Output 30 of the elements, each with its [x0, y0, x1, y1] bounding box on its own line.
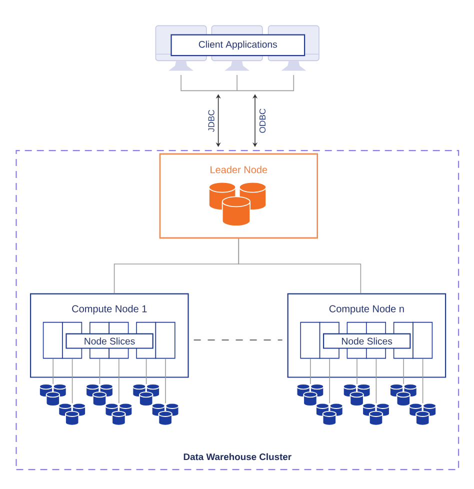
connector — [72, 358, 73, 404]
database-icon — [316, 402, 344, 426]
database-icon — [362, 402, 390, 426]
connector — [52, 358, 54, 384]
database-icon — [104, 402, 133, 426]
database-icon — [408, 402, 436, 426]
connector — [165, 358, 166, 404]
slice-array: Node Slices — [300, 322, 433, 359]
edge-label: JDBC — [207, 108, 216, 134]
connector — [238, 238, 362, 294]
title-box: Client Applications — [170, 34, 306, 56]
connector — [146, 358, 147, 384]
connector — [99, 358, 100, 384]
database-icon — [132, 384, 160, 406]
database-icon — [390, 384, 418, 406]
connector — [310, 358, 311, 384]
edge-label: ODBC — [258, 107, 267, 134]
database-icon — [86, 384, 114, 406]
database-icon — [342, 384, 371, 406]
database-icon — [151, 402, 180, 426]
connector — [118, 358, 120, 404]
slice-array: Node Slices — [42, 322, 176, 359]
database-icon — [296, 384, 324, 406]
database-icon — [58, 402, 86, 426]
connector — [356, 358, 358, 384]
connector — [422, 358, 424, 404]
connector — [403, 358, 404, 384]
connector — [329, 358, 330, 404]
connector — [376, 358, 377, 404]
database-icon — [39, 384, 67, 406]
